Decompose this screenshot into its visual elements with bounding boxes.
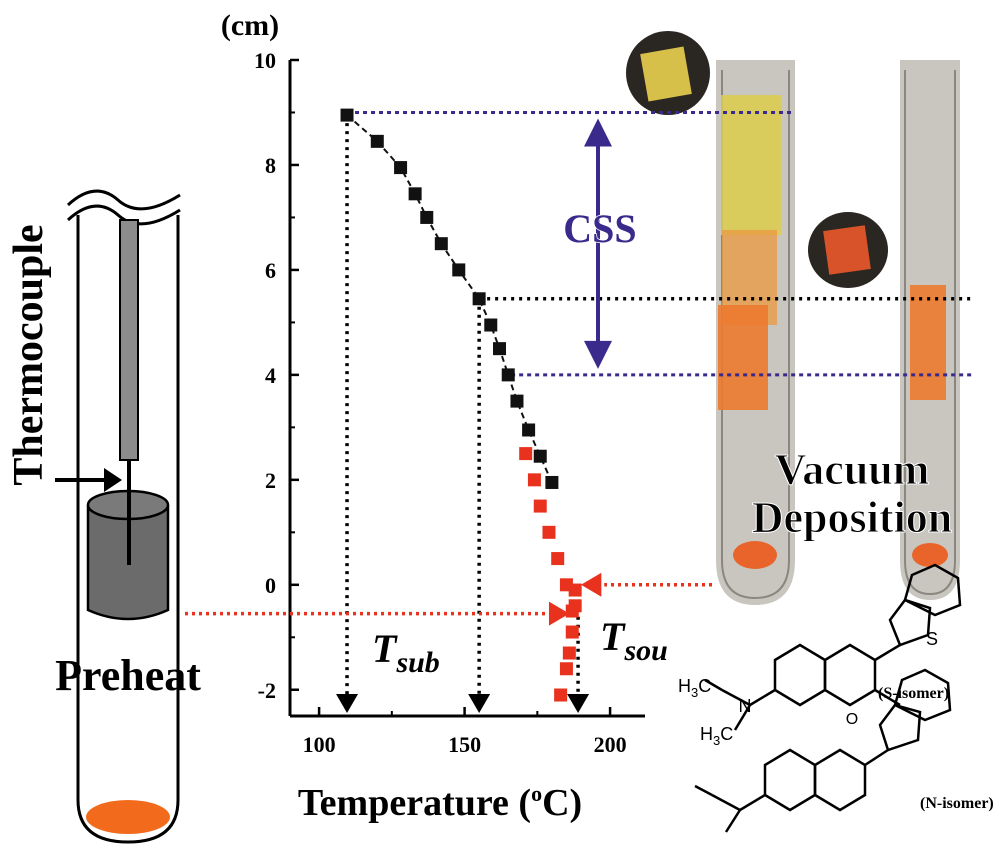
photo-panel: Vacuum Deposition — [626, 31, 960, 605]
tube-diagram: Thermocouple Preheat — [6, 189, 201, 844]
x-axis-title-sup: o — [531, 781, 542, 806]
preheat-label: Preheat — [55, 651, 201, 700]
break-mark-top — [66, 189, 181, 211]
data-point-black — [533, 449, 547, 463]
s-isomer-h3c-bottom: H3C — [700, 724, 733, 748]
s-isomer-s-atom: S — [926, 629, 938, 649]
data-point-red — [554, 688, 568, 702]
s-isomer-label: (S-isomer) — [878, 685, 949, 702]
s-isomer-o-atom: O — [846, 711, 858, 728]
x-tick-label: 150 — [448, 732, 481, 757]
y-tick-label: 4 — [265, 363, 276, 388]
y-tick-label: -2 — [258, 678, 276, 703]
data-point-black — [493, 342, 507, 356]
y-tick-label: 6 — [265, 258, 276, 283]
molecule-s-isomer — [704, 563, 962, 731]
yellow-deposit — [721, 95, 781, 235]
data-point-black — [394, 161, 408, 175]
css-arrow-head-bottom — [584, 340, 612, 369]
x-axis-title-end: C) — [542, 782, 582, 824]
source-residue-2 — [912, 543, 948, 567]
source-material — [86, 800, 170, 834]
x-ticks: 100 150 200 — [303, 707, 627, 757]
test-tube-outline — [76, 215, 180, 844]
thermocouple-pointer-head — [104, 468, 122, 492]
t-sub-label: Tsub — [372, 626, 440, 679]
red-guides — [185, 572, 712, 626]
thermocouple-rod — [119, 219, 139, 461]
s-isomer-h3c-top: H3C — [678, 676, 711, 700]
x-tick-label: 100 — [303, 732, 336, 757]
data-point-red — [551, 552, 565, 566]
x-tick-label: 200 — [594, 732, 627, 757]
data-point-black — [522, 423, 536, 437]
molecule-n-isomer — [694, 668, 952, 833]
data-point-red — [562, 646, 576, 660]
data-point-red — [568, 583, 582, 597]
vacuum-label: Vacuum — [775, 445, 930, 494]
red-source-arrowhead — [580, 572, 602, 597]
guide-lines — [336, 110, 975, 713]
vertical-guide-arrowhead — [468, 694, 491, 713]
data-point-black — [452, 263, 466, 277]
source-residue-1 — [733, 541, 777, 569]
data-point-red — [527, 473, 541, 487]
y-tick-label: 0 — [265, 573, 276, 598]
data-point-black — [370, 134, 384, 148]
vertical-guide-arrowhead — [336, 694, 359, 713]
y-tick-label: 8 — [265, 153, 276, 178]
data-point-red — [519, 447, 533, 461]
n-isomer-label: (N-isomer) — [920, 795, 994, 812]
data-point-black — [434, 237, 448, 251]
x-axis-title-main: Temperature ( — [298, 782, 531, 824]
vertical-guide-arrowhead — [567, 694, 590, 713]
s-isomer-n-atom: N — [739, 696, 752, 716]
data-point-red — [533, 499, 547, 513]
red-preheat-arrowhead — [548, 601, 570, 626]
y-tick-label: 10 — [254, 48, 276, 73]
data-point-red — [559, 662, 573, 676]
series-line-black — [346, 114, 553, 483]
data-point-black — [510, 394, 524, 408]
data-point-black — [501, 368, 515, 382]
data-point-black — [484, 318, 498, 332]
deposition-label: Deposition — [752, 493, 952, 542]
data-markers — [340, 108, 582, 702]
data-point-black — [420, 210, 434, 224]
data-point-black — [340, 108, 354, 122]
data-point-red — [568, 599, 582, 613]
orange-deposit-tube2 — [910, 285, 946, 400]
data-point-black — [408, 187, 422, 201]
y-axis-unit: (cm) — [221, 9, 279, 42]
css-label: CSS — [563, 206, 636, 251]
y-ticks: -2 0 2 4 6 8 10 — [254, 48, 299, 703]
data-point-red — [542, 525, 556, 539]
data-point-black — [472, 292, 486, 306]
y-tick-label: 2 — [265, 468, 276, 493]
data-point-black — [545, 475, 559, 489]
css-arrow-head-top — [584, 118, 612, 147]
data-point-red — [565, 625, 579, 639]
break-mark-bottom — [66, 204, 181, 226]
thermocouple-label: Thermocouple — [6, 224, 52, 485]
x-axis-title: Temperature (oC) — [298, 781, 582, 824]
t-sou-label: Tsou — [600, 614, 668, 667]
orange-deposit-lower — [718, 305, 768, 410]
